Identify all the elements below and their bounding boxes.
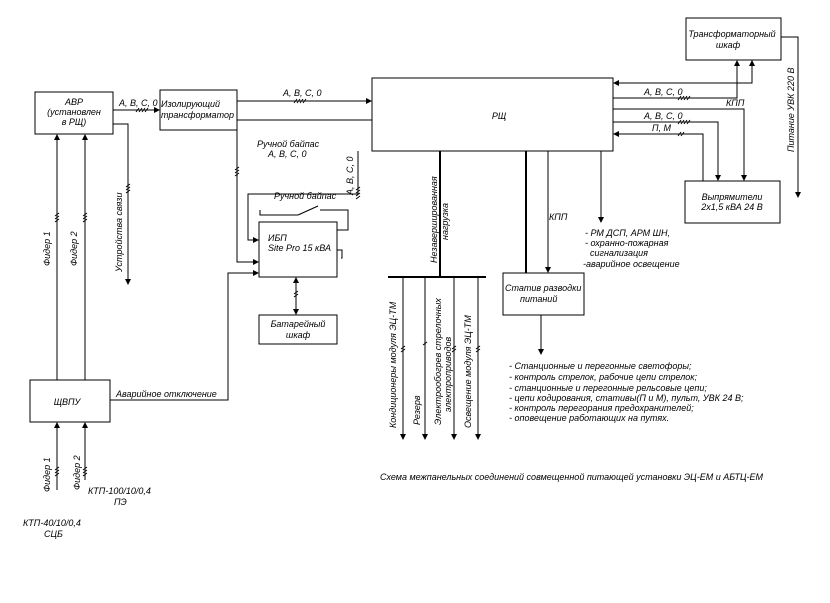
avr-block: АВР (установлен в РЩ) [34,91,114,135]
branch-heating-2: электроприводов [443,336,453,412]
label-ktp-pe-2: ПЭ [114,497,127,507]
ups-line-1: ИБП [268,233,287,243]
avr-line-3: в РЩ) [62,117,87,127]
rack-consumers-list: - Станционные и перегонные светофоры; - … [509,361,744,423]
branch-heating-1: Электрообогрев стрелочных [433,298,443,425]
rack-consumer-4: - цепи кодирования, стативы(П и М), пуль… [509,393,744,403]
distribution-rack-block: Статив разводки питаний [502,272,585,316]
rack-consumer-2: - контроль стрелок, рабочие цепи стрелок… [509,372,698,382]
label-abc0-transformer: А, В, С, 0 [643,87,683,97]
rm-consumer-3: сигнализация [585,248,648,258]
rack-line-2: питаний [520,294,557,304]
label-uninterruptible-1: Незавершированная [429,176,439,263]
label-kpp-right: КПП [726,98,745,108]
branch-lighting: Освещение модуля ЭЦ-ТМ [463,315,473,428]
branch-conditioners: Кондиционеры модуля ЭЦ-ТМ [388,301,398,428]
label-feeder2-top: Фидер 2 [69,231,79,266]
rack-line-1: Статив разводки [505,283,581,293]
rack-consumer-3: - станционные и перегонные рельсовые цеп… [509,383,707,393]
label-feeder2-bottom: Фидер 2 [72,455,82,490]
avr-line-1: АВР [64,97,83,107]
label-manual-bypass-1: Ручной байпас [257,139,320,149]
branch-reserve: Резерв [412,395,422,425]
label-comm-devices: Устройства связи [114,193,124,273]
label-manual-bypass-1b: А, В, С, 0 [267,149,307,159]
wire-labels: А, В, С, 0 А, В, С, 0 А, В, С, 0 КПП А, … [23,68,796,539]
label-pm: П, М [652,123,672,133]
rectifiers-block: Выпрямители 2х1,5 кВА 24 В [684,180,781,224]
rack-consumer-6: - оповещение работающих на путях. [509,413,669,423]
label-abc0-vertical: А, В, С, 0 [345,156,355,196]
isolating-transformer-block: Изолирующий трансформатор [159,89,238,131]
ups-block: ИБП Site Pro 15 кВА [258,221,338,278]
transformer-cabinet-block: Трансформаторный шкаф [685,17,782,61]
battery-line-2: шкаф [286,330,311,340]
label-manual-bypass-2: Ручной байпас [274,191,337,201]
shchvpu-label: ЩВПУ [54,397,82,407]
label-uninterruptible-2: нагрузка [440,203,450,240]
label-ktp-scb-2: СЦБ [44,529,63,539]
label-emergency-off: Аварийное отключение [115,389,217,399]
label-ktp-scb-1: КТП-40/10/0,4 [23,518,81,528]
transformer-cabinet-line-1: Трансформаторный [688,29,775,39]
label-abc0-avr: А, В, С, 0 [118,98,158,108]
rm-consumers-list: - РМ ДСП, АРМ ШН, - охранно-пожарная сиг… [583,228,680,269]
rack-consumer-1: - Станционные и перегонные светофоры; [509,361,692,371]
label-abc0-rectifiers: А, В, С, 0 [643,111,683,121]
rshch-label: РЩ [492,111,507,121]
wire-tick-marks [54,95,691,477]
label-abc0-iso: А, В, С, 0 [282,88,322,98]
label-feeder1-top: Фидер 1 [42,231,52,266]
shchvpu-block: ЩВПУ [29,379,111,423]
label-power-uvk: Питание УВК 220 В [786,68,796,152]
transformer-cabinet-line-2: шкаф [716,40,741,50]
ups-line-2: Site Pro 15 кВА [268,243,331,253]
rm-consumer-2: - охранно-пожарная [585,238,669,248]
battery-cabinet-block: Батарейный шкаф [258,314,338,345]
isolating-line-2: трансформатор [161,110,234,120]
rack-consumer-5: - контроль перегорания предохранителей; [509,403,694,413]
battery-line-1: Батарейный [271,319,326,329]
load-branch-labels: Кондиционеры модуля ЭЦ-ТМ Резерв Электро… [388,298,473,428]
rshch-block: РЩ [371,77,614,152]
rm-consumer-1: - РМ ДСП, АРМ ШН, [585,228,670,238]
diagram-caption: Схема межпанельных соединений совмещенно… [380,472,764,482]
rectifiers-line-1: Выпрямители [702,192,763,202]
rm-consumer-4: -аварийное освещение [583,259,680,269]
label-feeder1-bottom: Фидер 1 [42,457,52,492]
label-ktp-pe-1: КТП-100/10/0,4 [88,486,151,496]
rectifiers-line-2: 2х1,5 кВА 24 В [700,202,763,212]
avr-line-2: (установлен [47,107,101,117]
label-kpp-mid: КПП [549,212,568,222]
isolating-line-1: Изолирующий [161,99,220,109]
